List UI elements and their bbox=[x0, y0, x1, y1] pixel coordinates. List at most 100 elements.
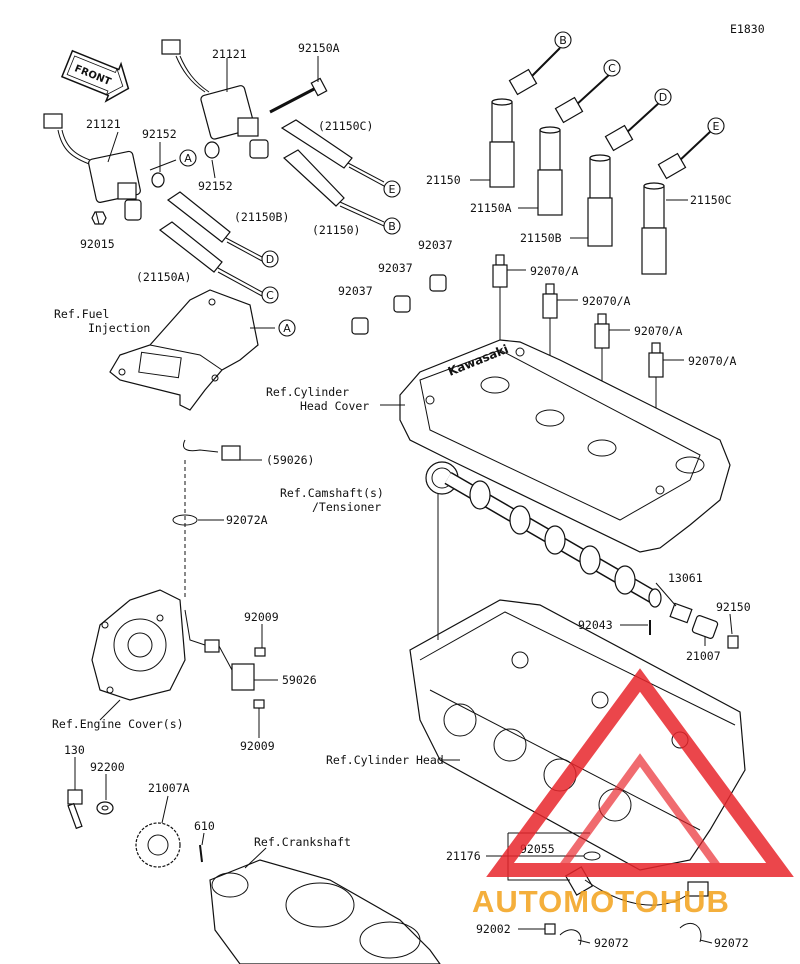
label-92152-a: 92152 bbox=[142, 127, 177, 141]
plug-cap-21150-upper bbox=[282, 149, 385, 227]
pin-610 bbox=[199, 844, 203, 863]
label-21150c: 21150C bbox=[690, 193, 732, 207]
label-92037-a: 92037 bbox=[418, 238, 453, 252]
callout-d-2: D bbox=[261, 250, 279, 268]
front-arrow-badge: FRONT bbox=[60, 49, 130, 103]
svg-text:C: C bbox=[266, 289, 274, 302]
label-21150a-paren: (21150A) bbox=[136, 270, 191, 284]
svg-text:E: E bbox=[389, 183, 396, 196]
label-ref-engine-cover: Ref.Engine Cover(s) bbox=[52, 717, 184, 731]
callout-b-1: B bbox=[554, 31, 572, 49]
label-21150b: 21150B bbox=[520, 231, 562, 245]
label-21150a: 21150A bbox=[470, 201, 512, 215]
label-92043: 92043 bbox=[578, 618, 613, 632]
oring-92055 bbox=[583, 851, 601, 861]
callout-b-2: B bbox=[383, 217, 401, 235]
label-92009-b: 92009 bbox=[240, 739, 275, 753]
callout-a-2: A bbox=[278, 319, 296, 337]
callout-e-1: E bbox=[707, 117, 725, 135]
label-92002: 92002 bbox=[476, 922, 511, 936]
svg-text:B: B bbox=[559, 34, 567, 47]
camshaft bbox=[425, 461, 662, 608]
label-13061: 13061 bbox=[668, 571, 703, 585]
svg-text:A: A bbox=[184, 152, 192, 165]
label-59026-paren: (59026) bbox=[266, 453, 314, 467]
label-92072-a: 92072 bbox=[594, 936, 629, 950]
bolt-92009-b bbox=[253, 699, 265, 709]
label-21121-upper: 21121 bbox=[212, 47, 247, 61]
plug-cap-21150c bbox=[641, 129, 713, 275]
part-21007 bbox=[691, 615, 719, 639]
label-92070a-3: 92070/A bbox=[634, 324, 683, 338]
clip-92152-upper bbox=[204, 141, 220, 159]
label-92070a-4: 92070/A bbox=[688, 354, 737, 368]
label-21007: 21007 bbox=[686, 649, 721, 663]
label-21150-paren: (21150) bbox=[312, 223, 360, 237]
label-ref-camshaft-1: Ref.Camshaft(s) bbox=[280, 486, 384, 500]
fuel-injection-bracket bbox=[109, 289, 259, 411]
label-ref-head-cover-1: Ref.Cylinder bbox=[266, 385, 349, 399]
label-92037-c: 92037 bbox=[338, 284, 373, 298]
label-92152-b: 92152 bbox=[198, 179, 233, 193]
callout-c-2: C bbox=[261, 286, 279, 304]
svg-text:D: D bbox=[266, 253, 274, 266]
label-92150a: 92150A bbox=[298, 41, 340, 55]
clip-92072-right bbox=[679, 923, 702, 943]
figure-id: E1830 bbox=[730, 22, 765, 36]
watermark-text: AUTOMOTOHUB bbox=[472, 884, 730, 919]
cylinder-head-cover: Kawasaki bbox=[399, 339, 731, 553]
label-21007a: 21007A bbox=[148, 781, 190, 795]
label-92072a: 92072A bbox=[226, 513, 268, 527]
plug-cap-21150a-lower bbox=[158, 221, 263, 297]
plug-cap-21150b-lower bbox=[166, 191, 263, 262]
callout-e-2: E bbox=[383, 180, 401, 198]
bolt-92150a bbox=[269, 77, 328, 114]
washer-92200 bbox=[96, 801, 114, 815]
label-130: 130 bbox=[64, 743, 85, 757]
label-21150c-paren: (21150C) bbox=[318, 119, 373, 133]
svg-text:E: E bbox=[713, 120, 720, 133]
ignition-coil-lower bbox=[43, 113, 165, 225]
svg-text:C: C bbox=[608, 62, 616, 75]
label-21176: 21176 bbox=[446, 849, 481, 863]
label-59026: 59026 bbox=[282, 673, 317, 687]
callout-d-1: D bbox=[654, 88, 672, 106]
label-92009-a: 92009 bbox=[244, 610, 279, 624]
svg-text:B: B bbox=[388, 220, 396, 233]
crankshaft bbox=[209, 859, 441, 964]
rotor-21007a bbox=[135, 822, 181, 868]
label-92070a-1: 92070/A bbox=[530, 264, 579, 278]
bolt-92002 bbox=[544, 923, 556, 935]
clip-92072-left bbox=[559, 929, 582, 946]
clamp-92037-group bbox=[351, 274, 447, 335]
callout-a-1: A bbox=[179, 149, 197, 167]
plug-cap-21150 bbox=[489, 47, 561, 188]
crank-sensor-59026-lower bbox=[184, 609, 255, 691]
label-610: 610 bbox=[194, 819, 215, 833]
part-13061 bbox=[669, 602, 693, 624]
label-ref-head-cover-2: Head Cover bbox=[300, 399, 369, 413]
automotohub-watermark: AUTOMOTOHUB bbox=[472, 668, 794, 919]
label-21150b-paren: (21150B) bbox=[234, 210, 289, 224]
label-ref-fuel-2: Injection bbox=[88, 321, 150, 335]
engine-cover bbox=[91, 589, 186, 701]
label-21150: 21150 bbox=[426, 173, 461, 187]
label-92150: 92150 bbox=[716, 600, 751, 614]
label-ref-crankshaft: Ref.Crankshaft bbox=[254, 835, 351, 849]
label-ref-camshaft-2: /Tensioner bbox=[312, 500, 381, 514]
label-ref-cyl-head: Ref.Cylinder Head bbox=[326, 753, 444, 767]
bolt-130 bbox=[67, 789, 83, 830]
label-92200: 92200 bbox=[90, 760, 125, 774]
label-92072-b: 92072 bbox=[714, 936, 749, 950]
plug-cap-21150c-upper bbox=[280, 119, 385, 187]
bolt-92150 bbox=[727, 635, 739, 649]
label-21121-lower: 21121 bbox=[86, 117, 121, 131]
callout-c-1: C bbox=[603, 59, 621, 77]
label-92070a-2: 92070/A bbox=[582, 294, 631, 308]
label-92015: 92015 bbox=[80, 237, 115, 251]
plug-cap-21150a bbox=[537, 73, 611, 216]
bolt-92009-a bbox=[254, 647, 266, 657]
label-92055: 92055 bbox=[520, 842, 555, 856]
